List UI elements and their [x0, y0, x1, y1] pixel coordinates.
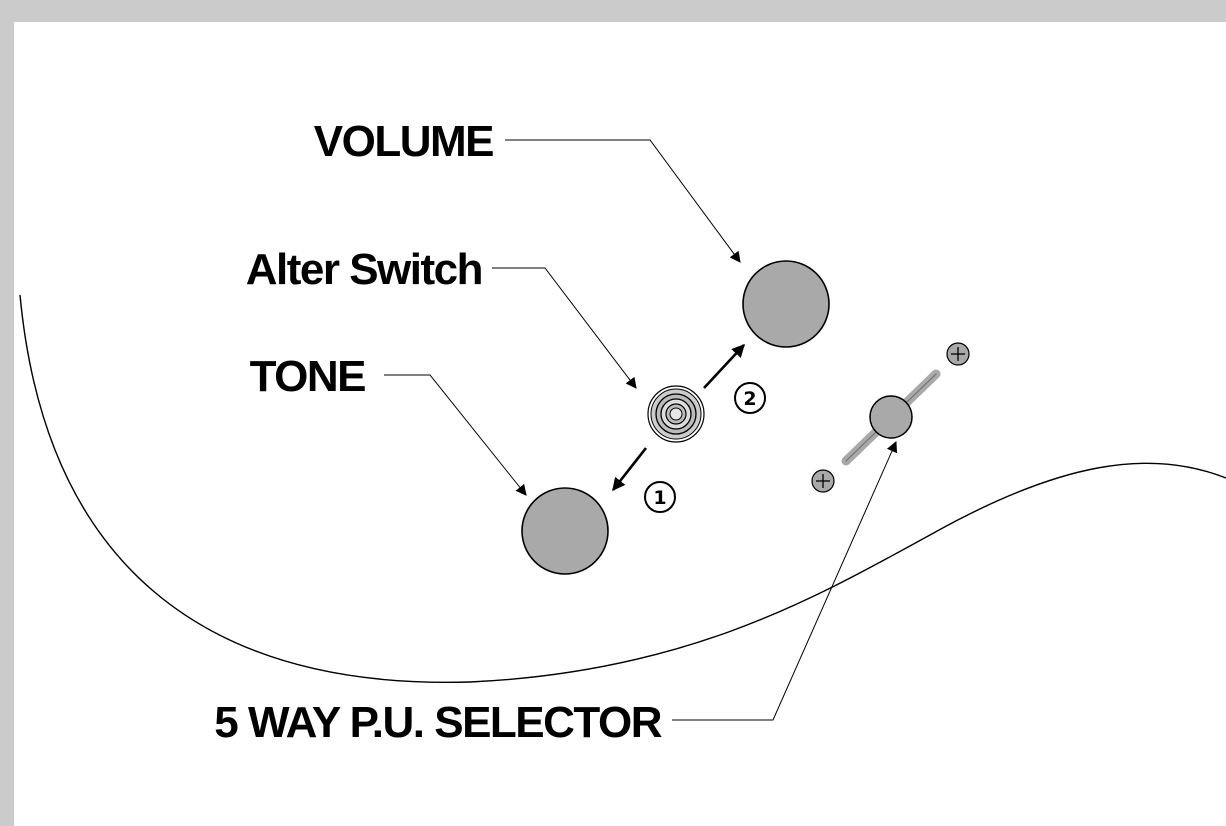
pickup-selector-icon	[841, 369, 941, 466]
tone-leader	[384, 374, 527, 496]
screw-icon	[946, 342, 970, 366]
volume-leader	[505, 139, 741, 263]
volume-label: VOLUME	[314, 117, 493, 166]
screw-icon	[811, 469, 835, 493]
step-1-number: 1	[653, 487, 666, 509]
step-2-number: 2	[743, 388, 756, 410]
alter-switch-leader	[492, 267, 637, 389]
volume-knob	[742, 260, 830, 348]
pu-selector-leader	[672, 440, 898, 721]
arrow-to-tone	[611, 447, 648, 492]
alter-switch-icon	[647, 385, 705, 443]
pu-selector-label: 5 WAY P.U. SELECTOR	[214, 698, 661, 747]
tone-label: TONE	[250, 352, 366, 401]
tone-knob	[521, 487, 609, 575]
step-2-badge: 2	[734, 382, 766, 414]
body-outline	[19, 294, 1226, 684]
diagram-canvas: 1 2 VOLUME Alter Switch TONE 5 WAY P.U. …	[14, 22, 1226, 826]
step-1-badge: 1	[644, 481, 676, 513]
control-layout-diagram: 1 2 VOLUME Alter Switch TONE 5 WAY P.U. …	[19, 117, 1226, 747]
arrow-to-volume	[703, 344, 745, 389]
alter-switch-label: Alter Switch	[246, 245, 482, 294]
